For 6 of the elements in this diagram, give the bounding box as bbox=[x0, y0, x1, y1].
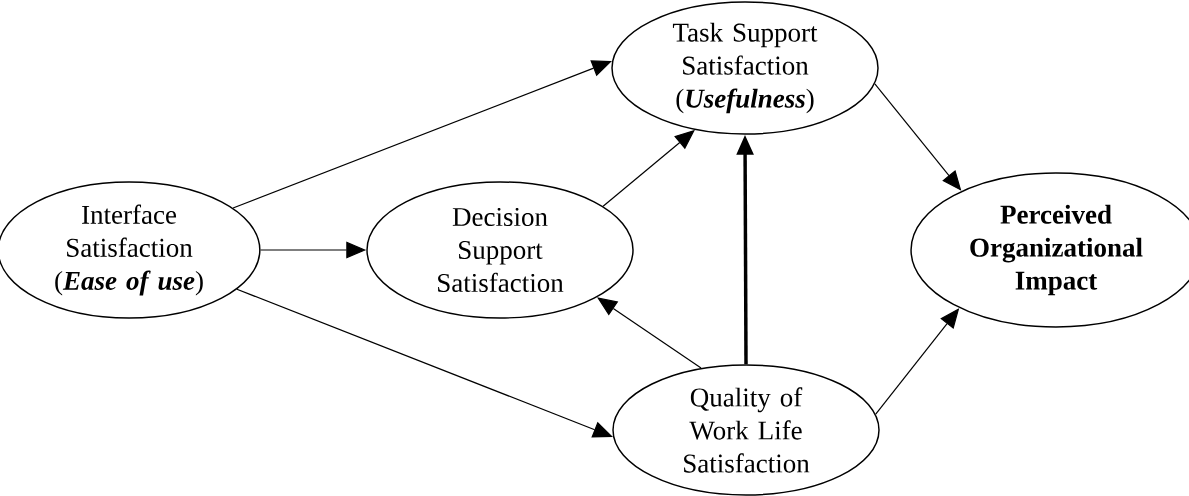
arrow bbox=[597, 297, 702, 369]
ellipse-node: Task Support Satisfaction (Usefulness) bbox=[611, 1, 879, 135]
arrow bbox=[236, 288, 613, 438]
arrow bbox=[232, 60, 612, 209]
ellipse-node: Quality of Work Life Satisfaction bbox=[612, 364, 880, 496]
ellipse-node: Decision Support Satisfaction bbox=[366, 181, 634, 319]
